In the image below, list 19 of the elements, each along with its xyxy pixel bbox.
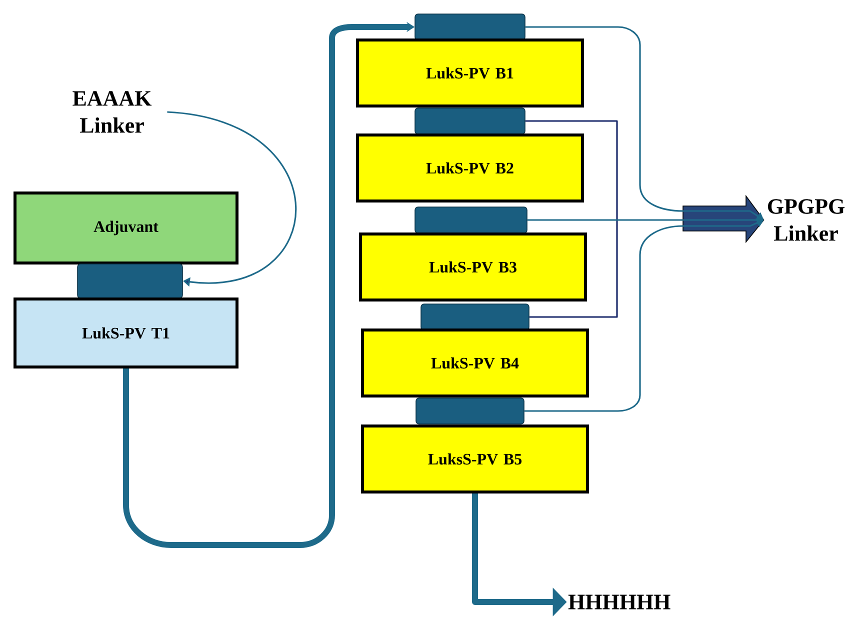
domain-box: LukS-PV B4 [361, 328, 589, 398]
domain-box: LuksS-PV B5 [361, 424, 589, 494]
block-arrow [682, 194, 764, 244]
connector-line [525, 120, 618, 318]
linker-block [414, 206, 528, 234]
linker-label: GPGPG Linker [768, 199, 845, 241]
linker-label: HHHHHH [568, 594, 670, 610]
linker-label: EAAAK Linker [72, 91, 152, 133]
linker-block [414, 108, 526, 134]
domain-box: LukS-PV B1 [356, 38, 584, 108]
domain-box: LukS-PV T1 [14, 298, 238, 368]
domain-box: Adjuvant [14, 192, 238, 264]
linker-block [416, 398, 524, 424]
linker-block [77, 264, 183, 298]
domain-box: LukS-PV B2 [356, 134, 584, 202]
linker-block [420, 304, 530, 330]
linker-block [414, 14, 526, 40]
domain-box: LukS-PV B3 [359, 232, 587, 302]
connector-line [167, 111, 296, 287]
